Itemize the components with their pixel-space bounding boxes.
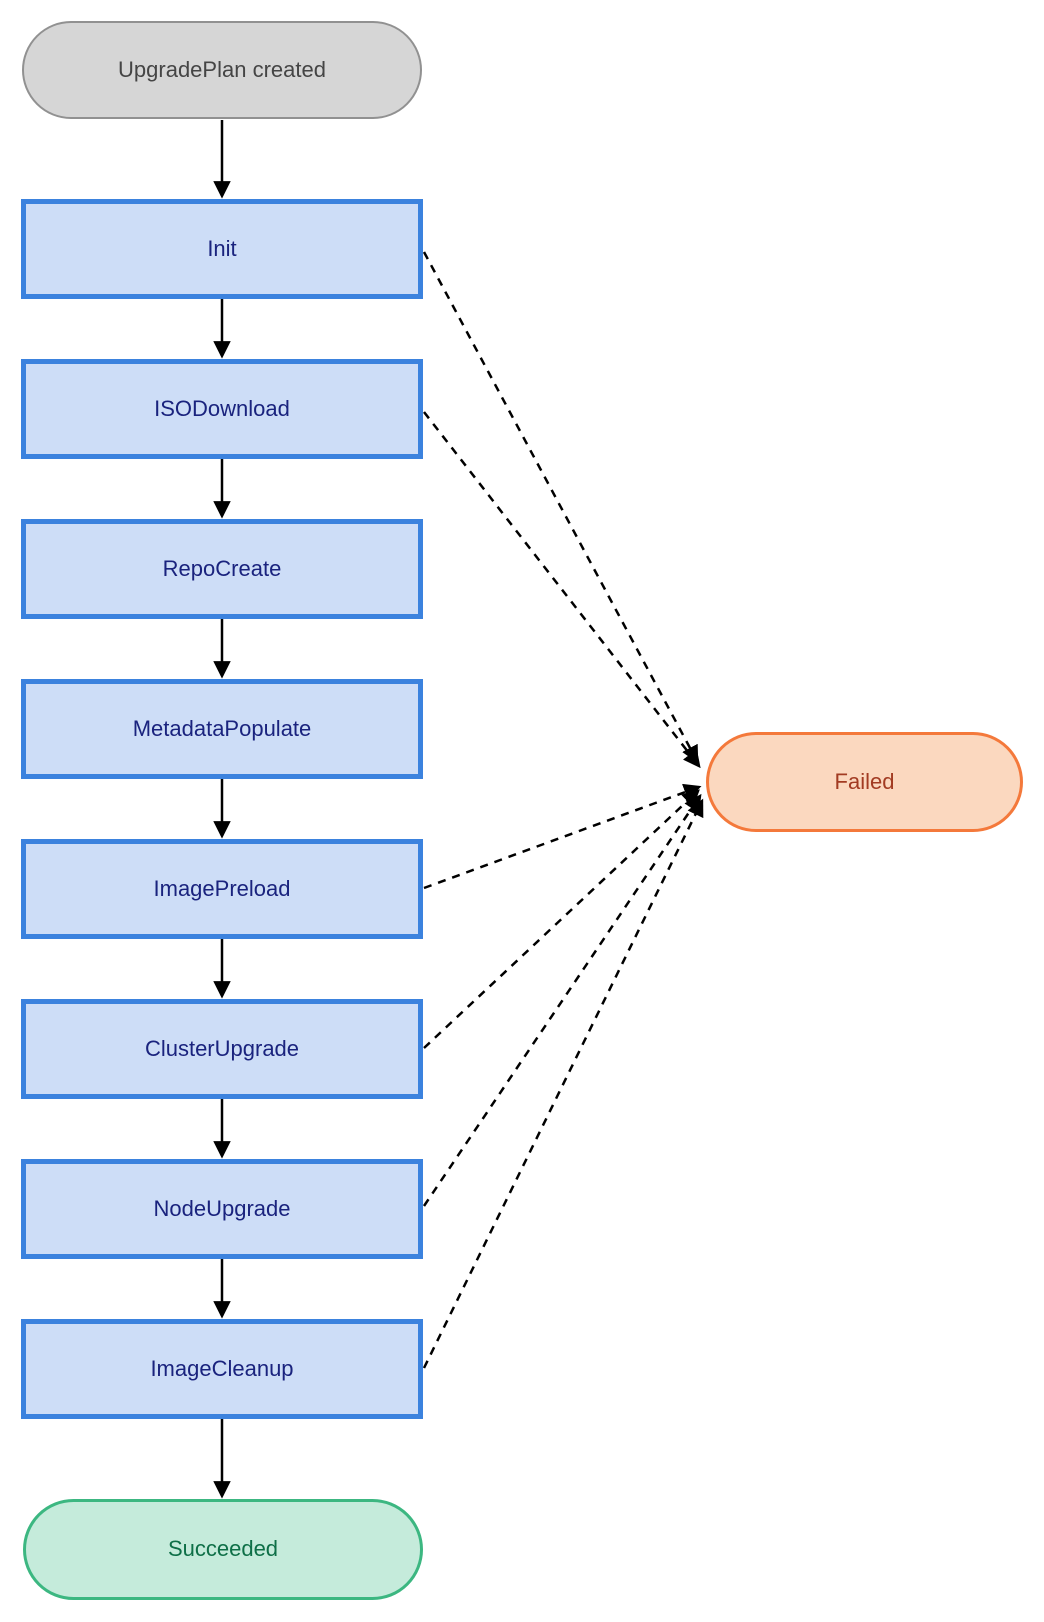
node-metadatapopulate: MetadataPopulate [21, 679, 423, 779]
node-upgradeplan-created: UpgradePlan created [22, 21, 422, 119]
edge-init-to-failed [422, 251, 699, 764]
edge-isodownload-to-failed [423, 411, 701, 769]
node-succeeded: Succeeded [23, 1499, 423, 1600]
node-isodownload: ISODownload [21, 359, 423, 459]
node-repocreate: RepoCreate [21, 519, 423, 619]
node-failed: Failed [706, 732, 1023, 832]
edge-imagepreload-to-failed [423, 783, 702, 890]
node-init: Init [21, 199, 423, 299]
node-nodeupgrade: NodeUpgrade [21, 1159, 423, 1259]
edge-imagecleanup-to-failed [422, 798, 704, 1369]
node-imagepreload: ImagePreload [21, 839, 423, 939]
node-clusterupgrade: ClusterUpgrade [21, 999, 423, 1099]
edge-nodeupgrade-to-failed [422, 793, 702, 1207]
edge-clusterupgrade-to-failed [423, 789, 700, 1049]
node-imagecleanup: ImageCleanup [21, 1319, 423, 1419]
